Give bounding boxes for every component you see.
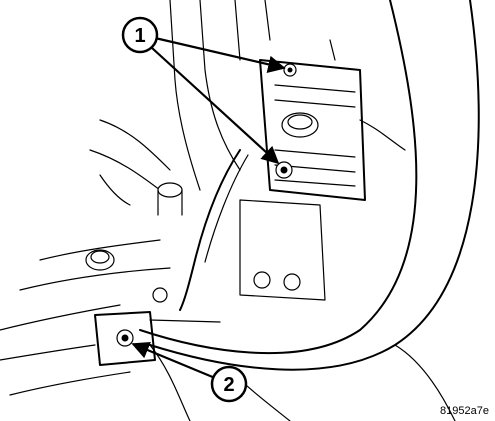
callout-label: 1 xyxy=(134,25,145,47)
callout-1-leaders xyxy=(151,36,286,165)
fender-panel xyxy=(139,0,480,421)
bolt-icon xyxy=(275,161,293,179)
callout-label: 2 xyxy=(223,374,234,396)
callout-2-leader xyxy=(131,341,216,380)
bolt-icon xyxy=(283,63,297,77)
bolt-icon xyxy=(116,329,134,347)
figure-id: 81952a7e xyxy=(440,405,489,417)
callout-1: 1 xyxy=(121,16,159,54)
arrow-icon xyxy=(131,341,216,380)
arrow-icon xyxy=(154,36,286,73)
arrow-icon xyxy=(151,47,280,165)
lower-mount xyxy=(152,199,326,303)
engine-components xyxy=(0,0,319,396)
callout-2: 2 xyxy=(210,365,248,403)
lower-bracket xyxy=(94,311,221,366)
